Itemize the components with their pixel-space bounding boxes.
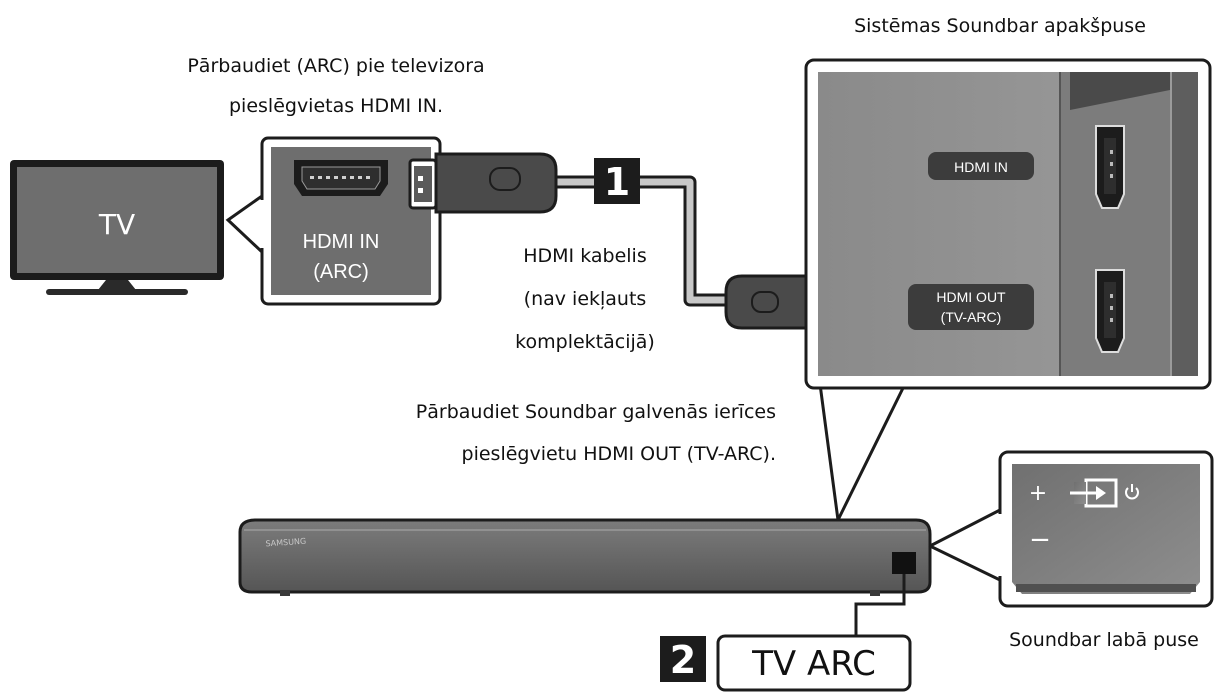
hdmi-port-icon bbox=[1095, 125, 1125, 209]
port-hdmi-out-label-line2: (TV-ARC) bbox=[941, 309, 1002, 325]
hdmi-port-icon bbox=[294, 160, 388, 196]
port-hdmi-in-label: HDMI IN bbox=[954, 159, 1008, 175]
cable-caption-line1: HDMI kabelis bbox=[523, 245, 646, 267]
port-hdmi-in-pill: HDMI IN bbox=[928, 152, 1034, 180]
port-hdmi-out-pill: HDMI OUT (TV-ARC) bbox=[908, 284, 1034, 330]
tv-arc-label: TV ARC bbox=[751, 644, 876, 684]
main-check-caption-line2: pieslēgvietu HDMI OUT (TV-ARC). bbox=[462, 443, 776, 465]
tv-arc-box: TV ARC bbox=[716, 634, 912, 692]
soundbar-right-side-callout bbox=[928, 450, 1214, 608]
step2-number: 2 bbox=[670, 638, 696, 682]
soundbar-bottom-title: Sistēmas Soundbar apakšpuse bbox=[854, 15, 1146, 37]
tv-check-caption-line1: Pārbaudiet (ARC) pie televizora bbox=[187, 55, 484, 77]
cable-caption-line2: (nav iekļauts bbox=[524, 288, 647, 310]
hdmi-port-icon bbox=[1095, 269, 1125, 353]
tv-port-label-line2: (ARC) bbox=[313, 261, 369, 283]
step2-badge: 2 bbox=[660, 636, 706, 682]
soundbar bbox=[238, 518, 932, 596]
tv-port-label-line1: HDMI IN bbox=[303, 231, 380, 253]
port-hdmi-out-label-line1: HDMI OUT bbox=[936, 289, 1006, 305]
volume-down-button[interactable]: − bbox=[1029, 525, 1051, 555]
hdmi-plug-icon bbox=[408, 152, 558, 214]
power-icon[interactable] bbox=[1125, 484, 1139, 500]
volume-up-button[interactable]: + bbox=[1029, 481, 1047, 506]
tv-arc-pointer bbox=[854, 574, 906, 636]
tv-label: TV bbox=[98, 208, 135, 241]
tv-icon bbox=[10, 160, 224, 295]
source-icon[interactable] bbox=[1070, 478, 1118, 508]
step1-badge: 1 bbox=[594, 158, 640, 204]
tv-check-caption-line2: pieslēgvietas HDMI IN. bbox=[229, 95, 443, 117]
right-side-caption: Soundbar labā puse bbox=[1009, 629, 1199, 651]
step1-number: 1 bbox=[604, 160, 630, 204]
brand-logo: SAMSUNG bbox=[265, 537, 306, 549]
cable-caption-line3: komplektācijā) bbox=[515, 331, 655, 353]
main-check-caption-line1: Pārbaudiet Soundbar galvenās ierīces bbox=[416, 401, 776, 423]
